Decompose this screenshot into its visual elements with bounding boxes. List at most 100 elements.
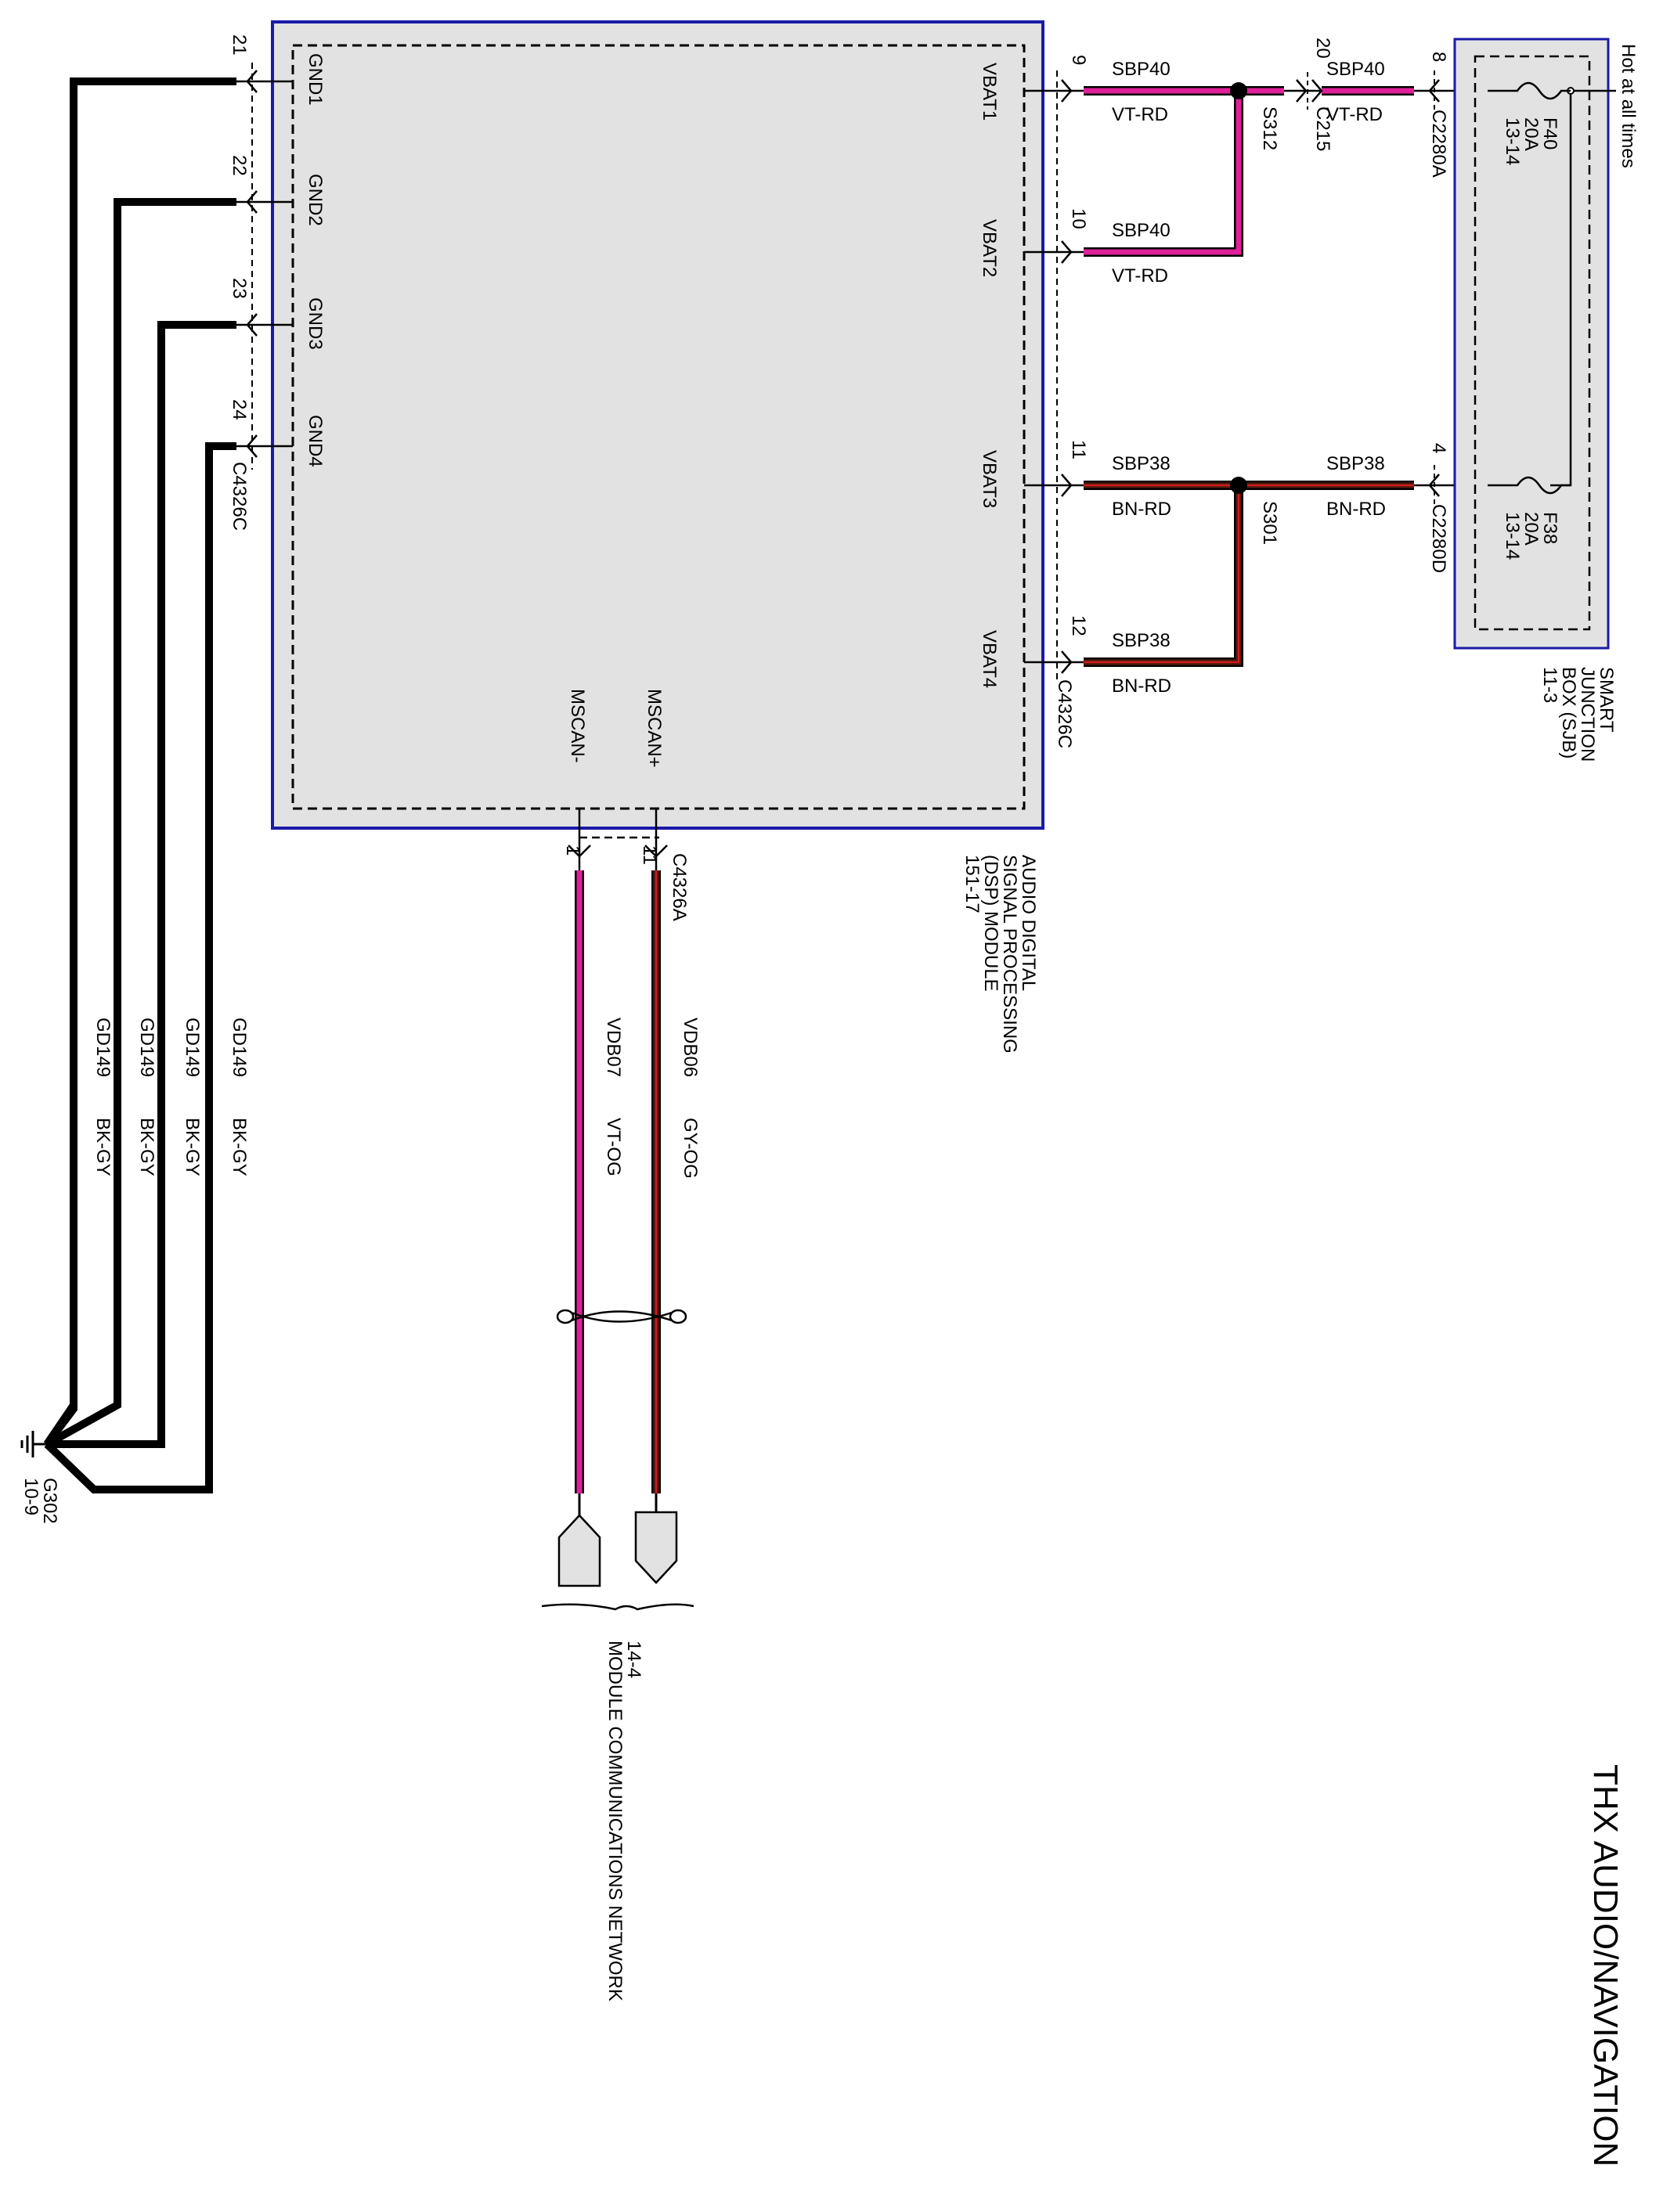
pin-vbat4: VBAT4 <box>979 630 1000 688</box>
page-title: THX AUDIO/NAVIGATION <box>1586 1764 1625 2167</box>
pin-gnd3: GND3 <box>305 297 326 350</box>
svg-text:11-3: 11-3 <box>1539 667 1560 703</box>
mscan-terminals <box>568 809 668 870</box>
pin-num-8: 8 <box>1428 52 1449 62</box>
svg-text:SBP40: SBP40 <box>1112 59 1171 80</box>
fuse-f38-symbol <box>1488 476 1571 495</box>
svg-text:F38: F38 <box>1539 512 1560 544</box>
svg-text:BK-GY: BK-GY <box>229 1118 250 1176</box>
svg-text:GD149: GD149 <box>229 1018 250 1077</box>
sbp-wire-labels: SBP40 VT-RD SBP40 VT-RD SBP40 VT-RD SBP3… <box>1112 59 1386 697</box>
svg-text:SBP38: SBP38 <box>1112 453 1171 474</box>
splice-s301 <box>1230 477 1247 494</box>
pin-num-10: 10 <box>1068 208 1089 229</box>
fuse-f40-symbol <box>1488 81 1571 100</box>
svg-text:BN-RD: BN-RD <box>1112 675 1171 697</box>
sbp40-wires <box>1084 86 1414 257</box>
svg-text:13-14: 13-14 <box>1502 117 1523 165</box>
network-terminal-vdb07 <box>557 1514 601 1587</box>
svg-text:151-17: 151-17 <box>961 855 983 913</box>
network-terminal-vdb06 <box>634 1511 678 1584</box>
network-bracket <box>541 1603 694 1611</box>
sbp38-wires <box>1084 481 1414 667</box>
svg-text:20A: 20A <box>1521 117 1542 151</box>
pin-vbat3: VBAT3 <box>979 450 1000 508</box>
fuse-f40-label: F40 20A 13-14 <box>1502 117 1560 165</box>
svg-text:SBP40: SBP40 <box>1326 59 1385 80</box>
svg-text:14-4: 14-4 <box>623 1641 644 1678</box>
splice-s301-label: S301 <box>1259 501 1280 545</box>
svg-text:BN-RD: BN-RD <box>1326 499 1386 520</box>
pin-num-23: 23 <box>229 278 250 299</box>
fuse-f38-label: F38 20A 13-14 <box>1502 512 1560 560</box>
svg-text:BOX (SJB): BOX (SJB) <box>1558 667 1579 758</box>
svg-text:VT-RD: VT-RD <box>1326 104 1383 125</box>
svg-text:13-14: 13-14 <box>1502 512 1523 560</box>
ground-wires <box>43 77 236 1493</box>
ground-wire-labels: GD149 BK-GY GD149 BK-GY GD149 BK-GY GD14… <box>92 1018 250 1176</box>
svg-text:SBP38: SBP38 <box>1112 630 1171 651</box>
pin-num-4: 4 <box>1428 443 1449 453</box>
svg-text:AUDIO DIGITAL: AUDIO DIGITAL <box>1018 855 1039 991</box>
connector-c215: C215 <box>1312 106 1333 151</box>
pin-num-9: 9 <box>1068 55 1089 65</box>
c215-connector <box>1284 72 1323 110</box>
svg-text:BK-GY: BK-GY <box>92 1118 114 1176</box>
svg-text:GD149: GD149 <box>182 1018 203 1077</box>
pin-num-11b: 11 <box>639 845 660 865</box>
pin-num-11: 11 <box>1068 440 1089 459</box>
svg-text:GD149: GD149 <box>92 1018 114 1077</box>
c4326c-left-terminals <box>246 70 258 458</box>
svg-text:SBP38: SBP38 <box>1326 453 1385 474</box>
pin-num-1: 1 <box>562 845 583 856</box>
svg-text:JUNCTION: JUNCTION <box>1577 667 1598 762</box>
pin-mscan-minus: MSCAN- <box>567 689 588 763</box>
svg-text:SMART: SMART <box>1596 667 1617 733</box>
svg-text:VDB06: VDB06 <box>680 1018 701 1077</box>
connector-c4326c-right: C4326C <box>1054 679 1075 748</box>
svg-text:VT-RD: VT-RD <box>1112 265 1168 286</box>
svg-text:VT-OG: VT-OG <box>603 1118 624 1176</box>
svg-text:20A: 20A <box>1521 512 1542 546</box>
svg-text:VT-RD: VT-RD <box>1112 104 1168 125</box>
sjb-hot-label: Hot at all times <box>1618 44 1639 168</box>
pin-mscan-plus: MSCAN+ <box>644 689 665 768</box>
sjb-inner-border <box>1474 55 1591 631</box>
twisted-pair-symbol <box>556 1309 687 1324</box>
dsp-module-name: AUDIO DIGITAL SIGNAL PROCESSING (DSP) MO… <box>961 855 1039 1054</box>
svg-text:SBP40: SBP40 <box>1112 220 1171 241</box>
ground-ref: 10-9 <box>20 1478 41 1515</box>
connector-c4326a: C4326A <box>669 853 690 921</box>
connector-c2280d: C2280D <box>1428 504 1449 573</box>
c4326c-right-terminals <box>1024 79 1084 674</box>
svg-text:VDB07: VDB07 <box>603 1018 624 1077</box>
svg-text:BN-RD: BN-RD <box>1112 499 1171 520</box>
pin-num-21: 21 <box>229 34 250 56</box>
svg-text:GY-OG: GY-OG <box>680 1118 701 1179</box>
dsp-module-body <box>271 20 1044 830</box>
svg-text:(DSP) MODULE: (DSP) MODULE <box>980 855 1001 992</box>
pin-num-22: 22 <box>229 155 250 176</box>
connector-c2280a: C2280A <box>1428 110 1449 178</box>
pin-num-12: 12 <box>1068 615 1089 636</box>
connector-c4326c-left: C4326C <box>229 462 250 531</box>
pin-num-24: 24 <box>229 399 250 420</box>
svg-text:F40: F40 <box>1539 117 1560 150</box>
pin-vbat2: VBAT2 <box>979 219 1000 277</box>
ground-symbol <box>20 1431 47 1457</box>
svg-text:BK-GY: BK-GY <box>136 1118 157 1176</box>
pin-gnd2: GND2 <box>305 174 326 226</box>
ground-stubs <box>236 80 293 448</box>
pin-num-20: 20 <box>1312 38 1333 59</box>
sjb-name: SMART JUNCTION BOX (SJB) 11-3 <box>1539 667 1617 762</box>
svg-text:MODULE COMMUNICATIONS NETWORK: MODULE COMMUNICATIONS NETWORK <box>604 1641 626 2001</box>
ground-g302: G302 <box>39 1478 60 1524</box>
svg-text:BK-GY: BK-GY <box>182 1118 203 1176</box>
splice-s312 <box>1230 82 1247 99</box>
splice-s312-label: S312 <box>1259 106 1280 150</box>
pin-gnd4: GND4 <box>305 415 326 467</box>
pin-vbat1: VBAT1 <box>979 63 1000 121</box>
svg-text:GD149: GD149 <box>136 1018 157 1077</box>
dsp-module-inner-border <box>291 44 1026 810</box>
